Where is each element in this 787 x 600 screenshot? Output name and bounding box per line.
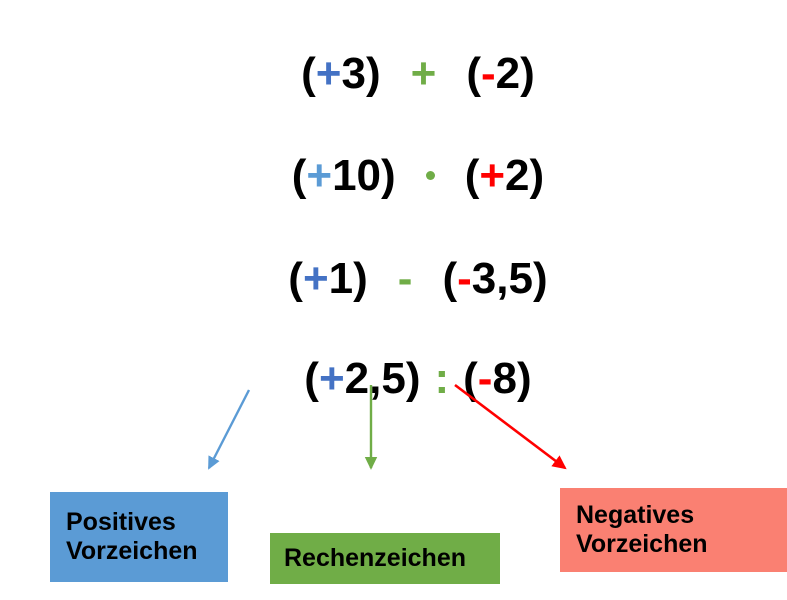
eq3-left-positive-sign: + bbox=[302, 254, 329, 303]
equation-row-3: (+1)-(-3,5) bbox=[0, 213, 787, 345]
eq4-right-open-paren: ( bbox=[463, 354, 478, 403]
eq4-right-negative-sign: - bbox=[477, 354, 493, 403]
eq2-operator-multiply-dot-icon bbox=[425, 170, 435, 180]
eq2-left-open-paren: ( bbox=[291, 151, 307, 200]
legend-positive-line2: Vorzeichen bbox=[66, 537, 198, 565]
eq4-left-close-paren: ) bbox=[405, 354, 421, 403]
equation-row-1: (+3)+(-2) bbox=[0, 8, 787, 140]
eq4-right-number: 8 bbox=[492, 354, 517, 403]
legend-positive-line1: Positives bbox=[66, 507, 176, 536]
eq1-right-close-paren: ) bbox=[520, 49, 535, 98]
legend-box-positive-sign: Positives Vorzeichen bbox=[50, 492, 228, 582]
eq1-left-close-paren: ) bbox=[365, 49, 381, 98]
eq2-right-number: 2 bbox=[505, 151, 530, 200]
eq2-right-open-paren: ( bbox=[464, 151, 480, 200]
eq3-operator-minus-icon: - bbox=[397, 254, 413, 303]
eq2-left-positive-sign: + bbox=[306, 151, 333, 200]
eq3-left-open-paren: ( bbox=[288, 254, 303, 303]
legend-box-operator: Rechenzeichen bbox=[270, 533, 500, 584]
eq1-right-open-paren: ( bbox=[466, 49, 481, 98]
legend-negative-line1: Negatives bbox=[576, 500, 695, 529]
eq3-right-open-paren: ( bbox=[442, 254, 458, 303]
eq1-right-negative-sign: - bbox=[480, 49, 496, 98]
eq3-right-close-paren: ) bbox=[532, 254, 548, 303]
eq1-left-positive-sign: + bbox=[315, 49, 342, 98]
equation-row-2: (+10)(+2) bbox=[0, 110, 787, 242]
eq4-left-open-paren: ( bbox=[304, 354, 319, 403]
eq2-left-close-paren: ) bbox=[381, 151, 396, 200]
eq2-left-number: 10 bbox=[332, 151, 382, 200]
equation-row-4: (+2,5):(-8) bbox=[0, 313, 787, 445]
eq1-right-number: 2 bbox=[495, 49, 521, 98]
legend-operator-line1: Rechenzeichen bbox=[284, 543, 467, 572]
legend-box-negative-sign: Negatives Vorzeichen bbox=[560, 488, 787, 572]
legend-negative-line2: Vorzeichen bbox=[576, 530, 708, 558]
eq2-right-close-paren: ) bbox=[529, 151, 545, 200]
eq3-left-close-paren: ) bbox=[353, 254, 368, 303]
eq2-right-positive-sign: + bbox=[479, 151, 506, 200]
eq3-right-negative-sign: - bbox=[457, 254, 472, 303]
eq4-left-number: 2,5 bbox=[344, 354, 406, 403]
eq1-left-open-paren: ( bbox=[301, 49, 316, 98]
eq4-left-positive-sign: + bbox=[318, 354, 345, 403]
eq4-operator-divide-colon-icon: : bbox=[434, 354, 450, 403]
eq1-operator-plus-icon: + bbox=[410, 49, 437, 98]
eq1-left-number: 3 bbox=[341, 49, 366, 98]
eq3-right-number: 3,5 bbox=[471, 254, 533, 303]
eq4-right-close-paren: ) bbox=[516, 354, 532, 403]
eq3-left-number: 1 bbox=[328, 254, 354, 303]
